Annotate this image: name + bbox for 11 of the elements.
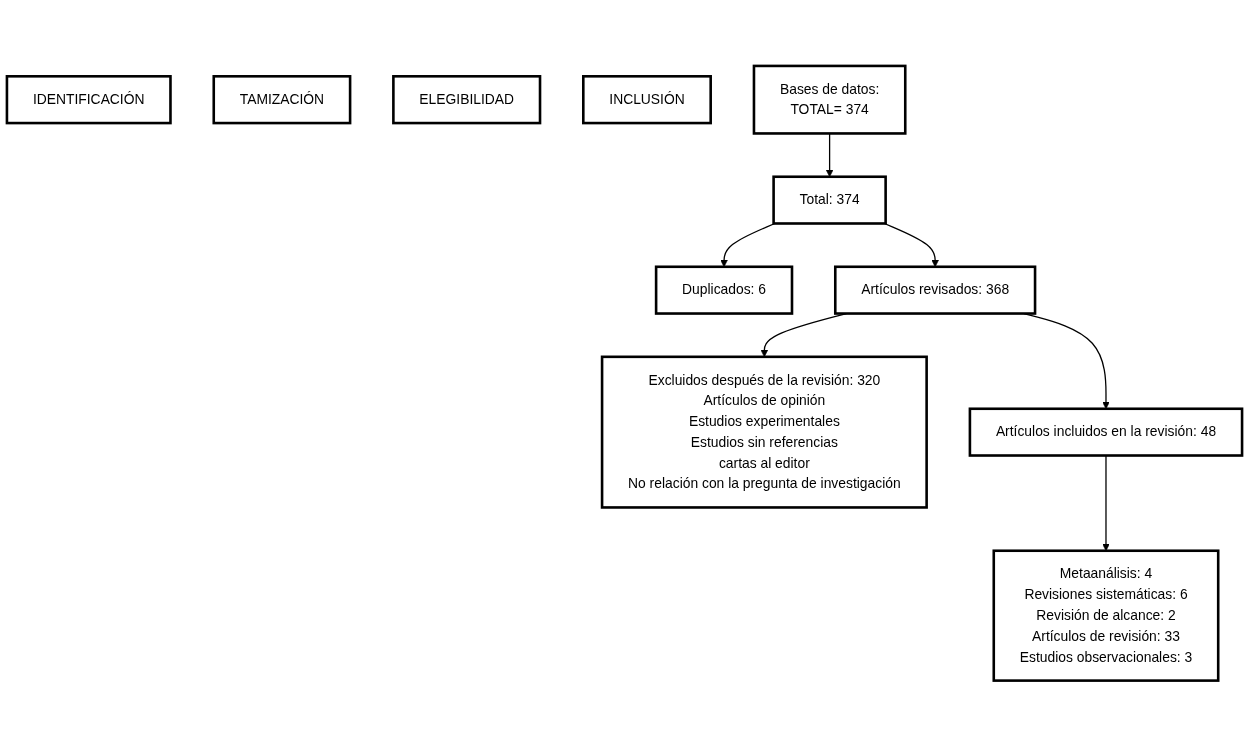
node-box: Excluidos después de la revisión: 320 Artículos de opinión Estudios experimentales Estudios sin referencias cartas al editor No relación con la pregunta de investigación <box>600 355 928 509</box>
node-box: IDENTIFICACIÓN <box>5 75 172 125</box>
node-box: Artículos revisados: 368 <box>834 265 1037 316</box>
node-box: Total: 374 <box>772 175 887 226</box>
node-box: Bases de datos: TOTAL= 374 <box>752 64 907 135</box>
node-box: Metaanálisis: 4 Revisiones sistemáticas: 6 Revisión de alcance: 2 Artículos de revisión: 33 Estudios observacionales: 3 <box>992 549 1220 683</box>
node-box: ELEGIBILIDAD <box>392 75 542 125</box>
node-box: Duplicados: 6 <box>654 265 794 316</box>
node-box: Artículos incluidos en la revisión: 48 <box>968 407 1244 458</box>
node-box: INCLUSIÓN <box>582 75 712 125</box>
node-box: TAMIZACIÓN <box>212 75 352 125</box>
